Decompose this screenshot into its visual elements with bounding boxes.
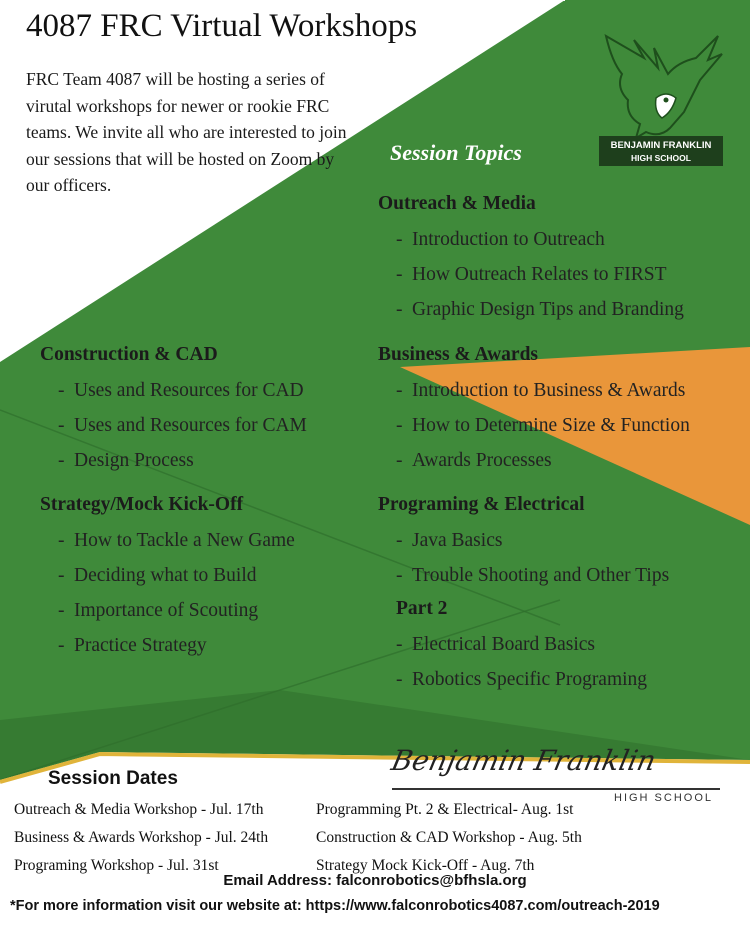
school-logo: BENJAMIN FRANKLIN HIGH SCHOOL	[596, 28, 726, 170]
topic-business-title: Business & Awards	[378, 344, 539, 365]
date-item: Outreach & Media Workshop - Jul. 17th	[14, 801, 264, 818]
topic-item: -How Outreach Relates to FIRST	[396, 264, 667, 285]
topic-item: -Electrical Board Basics	[396, 634, 596, 655]
topic-programming-part2: Part 2 -Electrical Board Basics -Robotic…	[396, 595, 647, 697]
topic-strategy: Strategy/Mock Kick-Off -How to Tackle a …	[40, 491, 295, 663]
topic-programming: Programing & Electrical -Java Basics -Tr…	[378, 491, 669, 593]
topic-item: -Uses and Resources for CAM	[58, 415, 307, 436]
topic-outreach-title: Outreach & Media	[378, 193, 536, 214]
topic-item: -How to Tackle a New Game	[58, 530, 295, 551]
topic-business: Business & Awards -Introduction to Busin…	[378, 341, 690, 478]
date-item: Business & Awards Workshop - Jul. 24th	[14, 829, 269, 846]
logo-line1: BENJAMIN FRANKLIN	[611, 140, 712, 151]
topic-item: -How to Determine Size & Function	[396, 415, 690, 436]
dates-right-column: Programming Pt. 2 & Electrical- Aug. 1st…	[316, 796, 582, 880]
session-dates-heading: Session Dates	[48, 768, 178, 789]
topic-item: -Practice Strategy	[58, 635, 207, 656]
topic-outreach: Outreach & Media -Introduction to Outrea…	[378, 190, 684, 327]
falcon-logo-icon: BENJAMIN FRANKLIN HIGH SCHOOL	[599, 33, 723, 166]
topic-construction: Construction & CAD -Uses and Resources f…	[40, 341, 307, 478]
topic-item: -Trouble Shooting and Other Tips	[396, 565, 670, 586]
topic-item: -Graphic Design Tips and Branding	[396, 299, 684, 320]
topic-item: -Uses and Resources for CAD	[58, 380, 304, 401]
dark-green-band	[0, 690, 750, 880]
intro-paragraph: FRC Team 4087 will be hosting a series o…	[26, 69, 347, 195]
topic-item: -Robotics Specific Programing	[396, 669, 648, 690]
topic-item: -Introduction to Outreach	[396, 229, 605, 250]
email-address: Email Address: falconrobotics@bfhsla.org	[223, 872, 527, 889]
date-item: Strategy Mock Kick-Off - Aug. 7th	[316, 857, 535, 874]
part2-title: Part 2	[396, 598, 448, 619]
signature-block: Benjamin Franklin HIGH SCHOOL	[388, 744, 722, 814]
topic-strategy-title: Strategy/Mock Kick-Off	[40, 494, 244, 515]
topic-construction-title: Construction & CAD	[40, 344, 218, 365]
topic-programming-title: Programing & Electrical	[378, 494, 585, 515]
topic-item: -Deciding what to Build	[58, 565, 257, 586]
topic-item: -Introduction to Business & Awards	[396, 380, 686, 401]
session-topics-heading: Session Topics	[390, 140, 522, 165]
website-link[interactable]: *For more information visit our website …	[10, 898, 660, 914]
page-title: 4087 FRC Virtual Workshops	[26, 8, 418, 44]
signature-script: Benjamin Franklin	[388, 744, 659, 777]
logo-line2: HIGH SCHOOL	[631, 153, 691, 163]
topic-item: -Java Basics	[396, 530, 503, 551]
date-item: Programming Pt. 2 & Electrical- Aug. 1st	[316, 801, 574, 818]
date-item: Construction & CAD Workshop - Aug. 5th	[316, 829, 582, 846]
topic-item: -Awards Processes	[396, 450, 552, 471]
signature-line	[392, 788, 720, 790]
date-item: Programing Workshop - Jul. 31st	[14, 857, 219, 874]
bottom-white-panel	[0, 752, 750, 929]
gold-divider	[0, 751, 750, 784]
top-left-white-wedge	[0, 0, 565, 362]
topic-item: -Importance of Scouting	[58, 600, 259, 621]
dates-left-column: Outreach & Media Workshop - Jul. 17th Bu…	[14, 796, 268, 880]
orange-wedge	[400, 347, 750, 525]
signature-school: HIGH SCHOOL	[614, 792, 714, 804]
topic-item: -Design Process	[58, 450, 194, 471]
